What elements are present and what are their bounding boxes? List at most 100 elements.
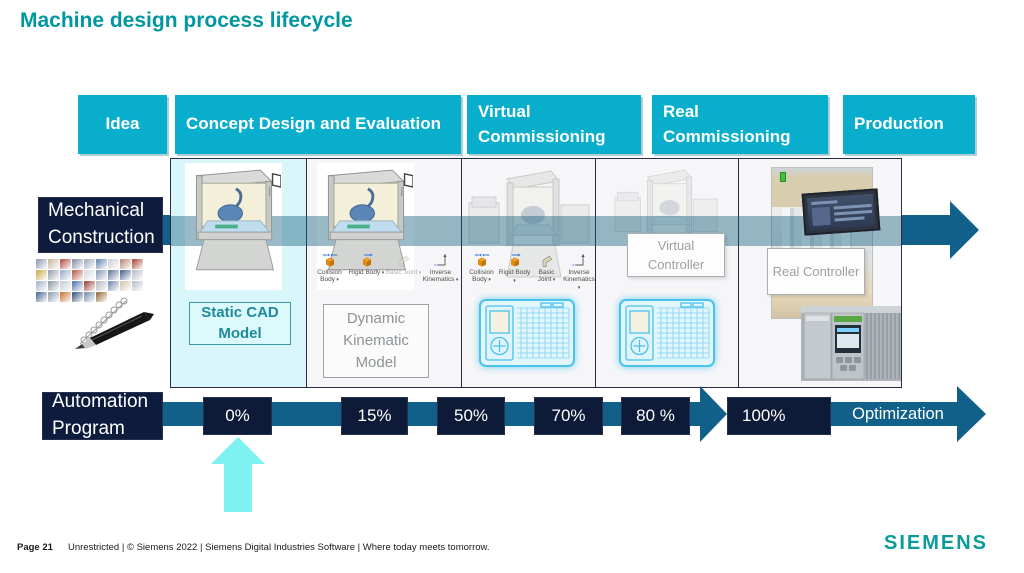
static-cad-machine-image [195,169,281,271]
progress-0: 0% [203,397,272,435]
cad-thumbnail [72,292,83,302]
progress-70: 70% [534,397,603,435]
footer-legal-text: Unrestricted | © Siemens 2022 | Siemens … [68,542,490,553]
cad-thumbnail [120,281,131,291]
mcd-toolbar-2: Collision Body Rigid Body [311,253,461,284]
cad-thumbnail [84,292,95,302]
pen-sketch-image [75,297,154,349]
current-stage-arrow-shaft [224,463,252,512]
toolbar-item-rigid-body[interactable]: Rigid Body [498,253,531,292]
phase-idea: Idea [78,95,167,154]
stage-table: Collision Body Rigid Body [170,158,902,388]
current-stage-arrow-head [211,437,265,464]
toolbar-item-inverse-kinematics[interactable]: Inverse Kinematics [422,253,459,284]
cad-thumbnail [84,281,95,291]
dynamic-kinematic-model-label: Dynamic Kinematic Model [323,304,429,378]
cad-thumbnail [96,259,107,269]
toolbar-item-collision-body[interactable]: Collision Body [465,253,498,292]
hmi-monitor-image [801,188,881,236]
real-controller-label: Real Controller [767,248,865,295]
collision-body-icon [465,253,498,269]
toolbar-item-inverse-kinematics[interactable]: Inverse Kinematics [562,253,596,292]
real-plc-image [801,306,901,381]
cad-thumbnail [96,270,107,280]
hmi-screen [806,193,876,231]
toolbar-item-label: Collision Body [311,269,348,284]
cad-thumbnail [48,292,59,302]
toolbar-item-collision-body[interactable]: Collision Body [311,253,348,284]
optimization-label: Optimization [852,404,944,423]
cad-thumbnail [120,259,131,269]
automation-program-label: Automation Program [42,391,163,440]
virtual-plc-wireframe-image [479,299,575,367]
cad-thumbnail [132,270,143,280]
virtual-plc-wireframe-image-2 [619,299,715,367]
toolbar-item-label: Rigid Body [498,269,531,285]
toolbar-item-label: Basic Joint [385,269,422,277]
progress-15: 15% [341,397,408,435]
toolbar-item-label: Inverse Kinematics [562,269,596,292]
phase-production: Production [843,95,975,154]
toolbar-item-label: Basic Joint [531,269,562,284]
toolbar-item-basic-joint[interactable]: Basic Joint [531,253,562,292]
stack-light-icon [780,172,786,182]
progress-80: 80 % [621,397,690,435]
progress-50: 50% [437,397,505,435]
phase-real-commissioning: Real Commissioning [652,95,828,154]
cad-thumbnail [60,270,71,280]
static-cad-model-label: Static CAD Model [189,302,291,345]
cad-thumbnail [72,270,83,280]
cad-thumbnail [60,281,71,291]
cad-thumbnail [60,292,71,302]
basic-joint-icon [385,253,422,269]
cad-thumbnail [120,270,131,280]
cad-thumbnail [72,259,83,269]
mcd-toolbar-3: Collision Body Rigid Body [465,253,596,292]
cad-thumbnail [96,281,107,291]
cad-thumbnail [84,259,95,269]
column-virtual-commissioning-2 [596,159,739,387]
dynamic-kinematic-machine-image [327,169,413,271]
cad-thumbnail [48,281,59,291]
cad-thumbnail [48,259,59,269]
cad-thumbnail [36,281,47,291]
cad-thumbnail [36,259,47,269]
rigid-body-icon [348,253,385,269]
phase-concept-design: Concept Design and Evaluation [175,95,461,154]
collision-body-icon [311,253,348,269]
page-title: Machine design process lifecycle [20,9,353,32]
toolbar-item-label: Rigid Body [348,269,385,277]
toolbar-item-basic-joint: Basic Joint [385,253,422,284]
cad-thumbnail [84,270,95,280]
cad-thumbnail [36,270,47,280]
cad-thumbnail [132,281,143,291]
phase-virtual-commissioning: Virtual Commissioning [467,95,641,154]
toolbar-item-label: Inverse Kinematics [422,269,459,284]
cad-thumbnail [108,270,119,280]
mechanical-arrow-right-segment [900,215,950,245]
cad-thumbnail [108,281,119,291]
column-dynamic-kinematic [307,159,462,387]
cad-thumbnail [60,259,71,269]
automation-arrow-head-2 [957,386,986,442]
cad-thumbnail [36,292,47,302]
rigid-body-icon [498,253,531,269]
mechanical-arrow-band [171,216,901,246]
cad-thumbnail [108,259,119,269]
machine-cad-faded-image [468,170,590,278]
mechanical-arrow-head [950,201,979,259]
cad-collage [36,259,152,302]
page-number: Page 21 [17,542,53,553]
inverse-kinematics-icon [422,253,459,269]
cad-thumbnail [72,281,83,291]
cad-thumbnail [48,270,59,280]
automation-arrow-head-1 [700,386,727,442]
cad-thumbnail [96,292,107,302]
siemens-logo: SIEMENS [884,532,989,554]
progress-100: 100% [727,397,831,435]
virtual-controller-label: Virtual Controller [627,233,725,277]
cad-thumbnail [132,259,143,269]
toolbar-item-rigid-body[interactable]: Rigid Body [348,253,385,284]
toolbar-item-label: Collision Body [465,269,498,284]
mechanical-construction-label: Mechanical Construction [38,197,163,253]
